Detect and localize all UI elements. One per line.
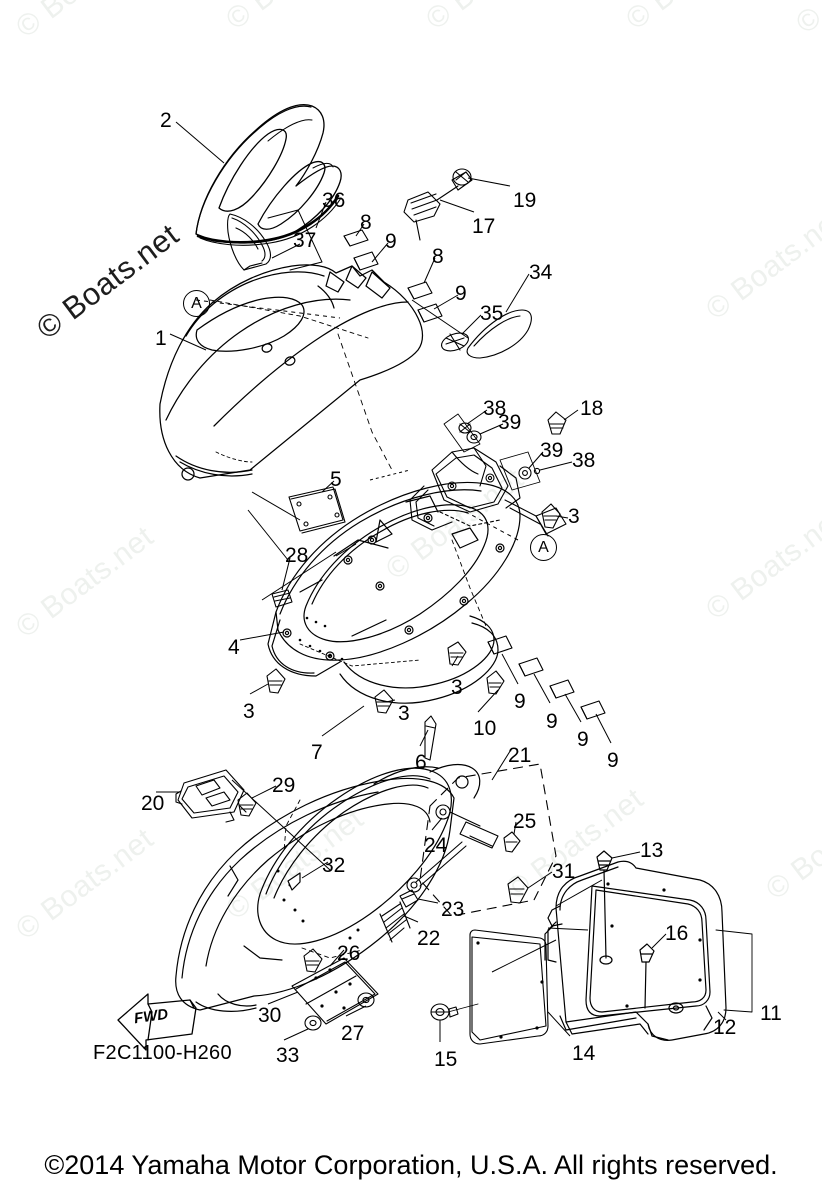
callout-number-13: 13 bbox=[640, 839, 664, 862]
callout-number-3a: 3 bbox=[568, 505, 580, 528]
fasteners-hatch bbox=[266, 589, 505, 761]
callout-number-9b: 9 bbox=[455, 282, 467, 305]
callout-number-32: 32 bbox=[322, 854, 346, 877]
part-36-bracket bbox=[267, 209, 323, 271]
section-marker-a-1: A bbox=[530, 534, 557, 561]
callout-number-25: 25 bbox=[513, 810, 537, 833]
part-20-vent bbox=[175, 769, 247, 823]
part-16-bolt bbox=[639, 943, 655, 1009]
callout-number-8a: 8 bbox=[360, 211, 372, 234]
callout-number-9c: 9 bbox=[514, 690, 526, 713]
callout-number-2: 2 bbox=[160, 109, 172, 132]
callout-number-12: 12 bbox=[713, 1016, 737, 1039]
callout-number-38b: 38 bbox=[572, 449, 596, 472]
part-15-knob bbox=[430, 1003, 459, 1021]
callout-number-19: 19 bbox=[513, 189, 537, 212]
part-4-hatch-frame bbox=[267, 481, 521, 704]
section-marker-a-0: A bbox=[183, 290, 210, 317]
part-21-strut-assembly bbox=[379, 763, 557, 943]
fwd-arrow bbox=[117, 993, 197, 1051]
callout-number-24: 24 bbox=[424, 834, 448, 857]
callout-number-1: 1 bbox=[155, 327, 167, 350]
callout-number-27: 27 bbox=[341, 1022, 365, 1045]
part-17-latch bbox=[403, 168, 473, 241]
callout-number-28: 28 bbox=[285, 544, 309, 567]
callout-number-10: 10 bbox=[473, 717, 497, 740]
callout-number-9e: 9 bbox=[577, 728, 589, 751]
callout-number-33: 33 bbox=[276, 1044, 300, 1067]
copyright-notice: ©2014 Yamaha Motor Corporation, U.S.A. A… bbox=[44, 1150, 778, 1180]
callout-number-37: 37 bbox=[293, 229, 317, 252]
callout-number-18: 18 bbox=[580, 397, 604, 420]
callout-number-20: 20 bbox=[141, 792, 165, 815]
part-32-hull-deck bbox=[175, 763, 481, 1012]
callout-number-30: 30 bbox=[258, 1004, 282, 1027]
callout-number-21: 21 bbox=[508, 744, 532, 767]
callout-number-3d: 3 bbox=[451, 676, 463, 699]
part-2-hood bbox=[195, 104, 342, 246]
callout-number-3b: 3 bbox=[243, 700, 255, 723]
callout-number-3c: 3 bbox=[398, 702, 410, 725]
part-25-bolt bbox=[503, 831, 521, 853]
clips-9-row bbox=[487, 635, 606, 720]
part-24-strut bbox=[406, 804, 499, 893]
callout-number-34: 34 bbox=[529, 261, 553, 284]
callout-number-31: 31 bbox=[552, 860, 576, 883]
callout-number-6: 6 bbox=[415, 751, 427, 774]
part-26-bracket bbox=[291, 948, 379, 1031]
callout-number-29: 29 bbox=[272, 774, 296, 797]
part-31-bolt bbox=[507, 876, 529, 904]
part-34-deflector bbox=[441, 309, 532, 359]
part-22-spring bbox=[379, 901, 411, 943]
part-13-bolt bbox=[596, 850, 613, 965]
engine-bay-frame bbox=[409, 447, 567, 537]
callout-number-22: 22 bbox=[417, 927, 441, 950]
callout-number-36: 36 bbox=[322, 189, 346, 212]
callout-number-23: 23 bbox=[441, 898, 465, 921]
callout-number-4: 4 bbox=[228, 636, 240, 659]
callout-number-17: 17 bbox=[472, 215, 496, 238]
callout-number-14: 14 bbox=[572, 1042, 596, 1065]
part-29-screw bbox=[237, 792, 257, 817]
callout-number-9f: 9 bbox=[607, 749, 619, 772]
part-23-nut bbox=[399, 889, 419, 908]
callout-number-16: 16 bbox=[665, 922, 689, 945]
callout-number-26: 26 bbox=[337, 942, 361, 965]
leader-lines bbox=[156, 121, 727, 1042]
callout-number-9a: 9 bbox=[385, 230, 397, 253]
callout-number-38a: 38 bbox=[483, 397, 507, 420]
callout-number-9d: 9 bbox=[546, 710, 558, 733]
callout-number-7: 7 bbox=[311, 741, 323, 764]
part-14-lid bbox=[430, 929, 549, 1045]
part-1-deck-cover bbox=[159, 264, 424, 481]
callout-number-11: 11 bbox=[760, 1002, 782, 1025]
callout-number-15: 15 bbox=[434, 1048, 458, 1071]
callout-number-8b: 8 bbox=[432, 245, 444, 268]
fasteners-upper-right bbox=[443, 411, 567, 529]
clip-parts-top bbox=[343, 229, 443, 323]
callout-number-39b: 39 bbox=[540, 439, 564, 462]
part-35-grommet bbox=[441, 332, 469, 352]
part-37-wedge bbox=[227, 213, 272, 271]
callout-number-5: 5 bbox=[330, 468, 342, 491]
part-11-storage-box bbox=[544, 850, 753, 1041]
diagram-code: F2C1100-H260 bbox=[93, 1042, 232, 1064]
part-5-plate bbox=[288, 486, 346, 534]
callout-number-39a: 39 bbox=[498, 411, 522, 434]
callout-number-35: 35 bbox=[480, 302, 504, 325]
